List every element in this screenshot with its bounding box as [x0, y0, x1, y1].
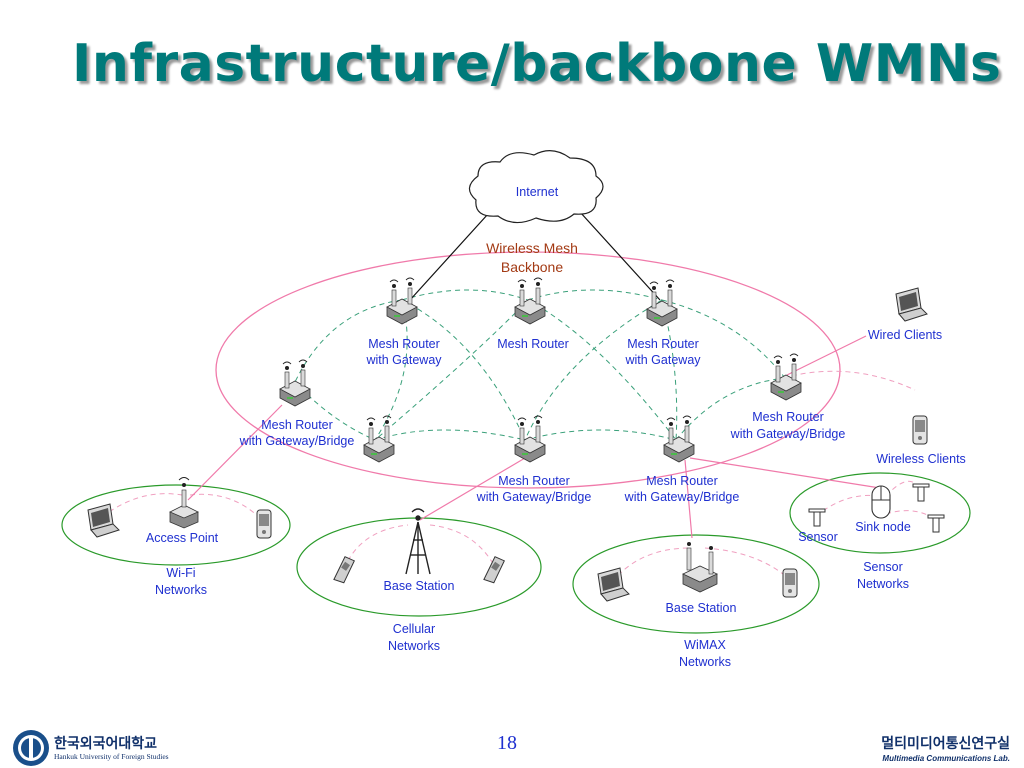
cellphone-icon — [480, 554, 509, 586]
phone-icon — [912, 415, 928, 445]
university-name-english: Hankuk University of Foreign Studies — [54, 752, 169, 761]
router-label: Mesh Router — [646, 474, 718, 488]
cellular-network-ellipse — [296, 517, 542, 617]
router-label: with Gateway/Bridge — [730, 427, 846, 441]
cellular-network-label: Networks — [388, 639, 440, 653]
internet-link-right — [579, 211, 661, 301]
backbone-ellipse — [215, 251, 841, 489]
page-number: 18 — [497, 732, 517, 754]
router-label: with Gateway/Bridge — [476, 490, 592, 504]
wifi-network-ellipse — [61, 484, 291, 566]
router-label: with Gateway — [624, 353, 701, 367]
router-label: Mesh Router — [752, 410, 824, 424]
router-label: with Gateway/Bridge — [239, 434, 355, 448]
sensor-icon — [808, 508, 826, 527]
router-label: Mesh Router — [498, 474, 570, 488]
laptop-icon — [895, 287, 928, 322]
mesh-router-icon — [770, 353, 802, 401]
access-point-icon — [169, 477, 199, 529]
university-logo: 한국외국어대학교 Hankuk University of Foreign St… — [12, 728, 202, 768]
access-point-label: Access Point — [146, 531, 219, 545]
university-name-korean: 한국외국어대학교 — [54, 736, 158, 752]
lab-logo: 멀티미디어통신연구실 Multimedia Communications Lab… — [881, 733, 1010, 763]
internet-cloud: Internet — [468, 150, 604, 224]
university-emblem-icon — [13, 730, 49, 766]
router-label: with Gateway/Bridge — [624, 490, 740, 504]
base-station-label: Base Station — [666, 601, 737, 615]
lab-name-korean: 멀티미디어통신연구실 — [881, 736, 1010, 752]
sensor-network-label: Networks — [857, 577, 909, 591]
sink-node-label: Sink node — [855, 520, 911, 534]
laptop-icon — [87, 503, 120, 538]
backbone-label-line2: Backbone — [501, 259, 563, 275]
wifi-network-label: Wi-Fi — [166, 566, 195, 580]
sensor-network-label: Sensor — [863, 560, 903, 574]
sensor-label: Sensor — [798, 530, 838, 544]
router-label: Mesh Router — [497, 337, 569, 351]
wimax-network-ellipse — [572, 534, 820, 634]
wireless-clients-label: Wireless Clients — [876, 452, 966, 466]
sensor-network-ellipse — [789, 472, 971, 554]
laptop-icon — [597, 567, 630, 602]
wimax-network-label: WiMAX — [684, 638, 726, 652]
cell-tower-icon — [405, 508, 431, 575]
wired-clients-label: Wired Clients — [868, 328, 942, 342]
phone-icon — [256, 509, 272, 539]
router-label: Mesh Router — [627, 337, 699, 351]
sensor-icon — [927, 514, 945, 533]
sink-node-icon — [871, 485, 891, 519]
lab-name-english: Multimedia Communications Lab. — [882, 754, 1010, 763]
mesh-router-icon — [279, 359, 311, 407]
wifi-network-label: Networks — [155, 583, 207, 597]
sensor-icon — [912, 483, 930, 502]
backbone-client-links — [187, 335, 881, 539]
cellular-network-label: Cellular — [393, 622, 435, 636]
base-station-label: Base Station — [384, 579, 455, 593]
cellphone-icon — [330, 554, 359, 586]
router-label: Mesh Router — [368, 337, 440, 351]
router-label: with Gateway — [365, 353, 442, 367]
mesh-router-icon — [386, 277, 418, 325]
mesh-router-icon — [514, 277, 546, 325]
wimax-base-station-icon — [682, 542, 718, 593]
phone-icon — [782, 568, 798, 598]
router-label: Mesh Router — [261, 418, 333, 432]
internet-link-left — [409, 213, 489, 301]
wimax-network-label: Networks — [679, 655, 731, 669]
slide-title: Infrastructure/backbone WMNs — [72, 34, 1002, 94]
mesh-router-icon — [663, 415, 695, 463]
backbone-label-line1: Wireless Mesh — [486, 240, 578, 256]
mesh-router-icon — [363, 415, 395, 463]
internet-label: Internet — [516, 185, 559, 199]
